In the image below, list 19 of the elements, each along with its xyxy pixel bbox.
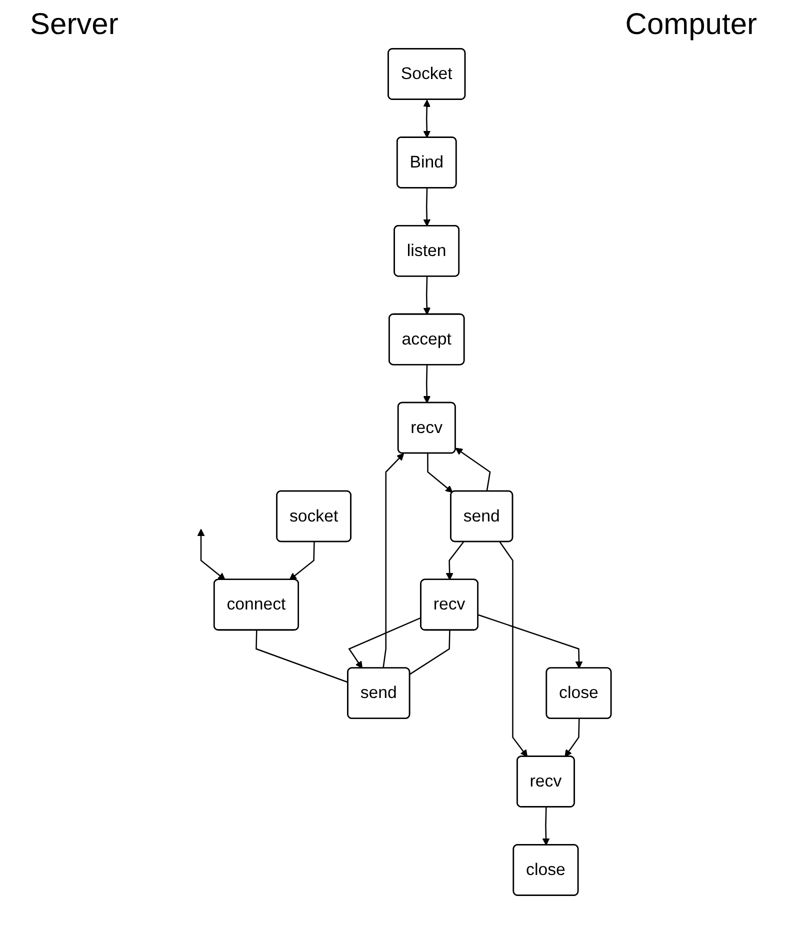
connector [256, 630, 348, 683]
connector [410, 630, 450, 675]
arrow [427, 453, 453, 493]
arrow [446, 542, 464, 580]
column-heading: Server [30, 8, 118, 42]
arrow [423, 276, 431, 315]
arrow [564, 718, 580, 758]
arrow [455, 448, 491, 492]
arrow [382, 453, 404, 668]
arrow [423, 188, 431, 226]
arrow [348, 617, 422, 669]
arrow [478, 614, 583, 669]
arrow [423, 365, 431, 404]
arrow [423, 100, 431, 138]
column-heading: Computer [625, 8, 757, 42]
arrow [197, 528, 226, 580]
arrow [289, 542, 315, 580]
arrow [542, 807, 550, 846]
arrow [499, 542, 528, 758]
